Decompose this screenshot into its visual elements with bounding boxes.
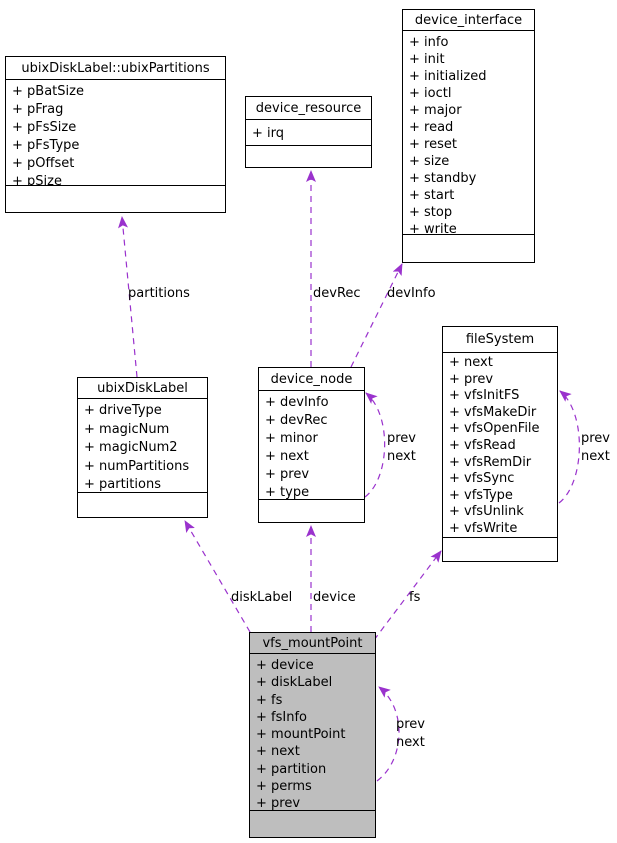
- member-list: + info + init + initialized + ioctl + major +…: [403, 31, 534, 234]
- class-member: + pBatSize: [12, 84, 84, 99]
- class-box-device-interface[interactable]: device_interface + info + init + initializ…: [402, 9, 535, 263]
- class-member: + vfsWrite: [449, 520, 518, 536]
- edge-self-device-node: [364, 392, 386, 498]
- class-member: + vfsMakeDir: [449, 404, 537, 420]
- class-member: + start: [409, 188, 455, 203]
- class-member: + vfsRead: [449, 437, 516, 453]
- class-member: + type: [265, 485, 310, 499]
- methods-section-empty: [443, 537, 557, 561]
- class-member: + mountPoint: [256, 727, 346, 743]
- class-member: + pFrag: [12, 102, 64, 117]
- class-box-ubixpartitions[interactable]: ubixDiskLabel::ubixPartitions + pBatSize…: [5, 56, 226, 213]
- methods-section-empty: [403, 234, 534, 262]
- methods-section-empty: [6, 185, 225, 212]
- class-member: + ioctl: [409, 86, 452, 101]
- class-title: ubixDiskLabel: [78, 378, 207, 399]
- edge-fs: [373, 550, 442, 641]
- class-member: + prev: [449, 371, 494, 387]
- class-member: + perms: [256, 779, 312, 795]
- class-member: + minor: [265, 431, 318, 446]
- class-member: + pOffset: [12, 156, 75, 171]
- member-list: + driveType + magicNum + magicNum2 + numPar…: [78, 399, 207, 492]
- class-member: + vfsOpenFile: [449, 421, 540, 437]
- edge-label-devinfo: devInfo: [387, 286, 436, 301]
- edge-label-partitions: partitions: [128, 286, 190, 301]
- class-box-ubixdisklabel[interactable]: ubixDiskLabel + driveType + magicNum + mag…: [77, 377, 208, 518]
- member-list: + devInfo + devRec + minor + next + prev + ty…: [259, 391, 364, 499]
- class-member: + vfsInitFS: [449, 388, 520, 404]
- class-title: device_node: [259, 368, 364, 391]
- class-member: + vfsSync: [449, 471, 515, 487]
- class-member: + prev: [265, 467, 310, 482]
- member-list: + pBatSize + pFrag + pFsSize + pFsType + pOf…: [6, 80, 225, 185]
- class-member: + reset: [409, 137, 457, 152]
- class-member: + partitions: [84, 477, 161, 492]
- edge-label-fs: fs: [409, 590, 421, 605]
- class-member: + initialized: [409, 69, 487, 84]
- class-member: + devRec: [265, 413, 328, 428]
- class-box-device-resource[interactable]: device_resource + irq: [245, 96, 372, 168]
- edge-label-prev-next-device-node: prev next: [387, 431, 417, 464]
- class-member: + next: [449, 355, 493, 370]
- class-member: + diskLabel: [256, 675, 333, 691]
- class-member: + device: [256, 658, 314, 673]
- class-member: + init: [409, 52, 445, 67]
- member-list: + device + diskLabel+ fs+ fsInfo + mountPo…: [250, 654, 375, 810]
- class-member: + vfsUnlink: [449, 504, 524, 520]
- class-title: ubixDiskLabel::ubixPartitions: [6, 57, 225, 80]
- class-member: + next: [256, 744, 300, 760]
- class-member: + write: [409, 222, 457, 234]
- class-title: fileSystem: [443, 327, 557, 353]
- class-title: vfs_mountPoint: [250, 633, 375, 654]
- class-member: + stop: [409, 205, 453, 220]
- edge-label-device: device: [313, 590, 356, 605]
- class-title: device_interface: [403, 10, 534, 31]
- class-member: + driveType: [84, 403, 162, 418]
- class-member: + pSize: [12, 174, 62, 185]
- class-member: + pFsSize: [12, 120, 77, 135]
- class-box-device-node[interactable]: device_node + devInfo + devRec + minor + ne…: [258, 367, 365, 523]
- edge-label-prev-next-filesystem: prev next: [581, 431, 611, 464]
- class-member: + devInfo: [265, 395, 329, 410]
- class-member: + fsInfo: [256, 709, 307, 725]
- edge-devinfo: [350, 263, 403, 368]
- class-member: + magicNum2: [84, 440, 178, 455]
- edge-disklabel: [184, 520, 251, 633]
- class-member: + size: [409, 154, 450, 169]
- edge-label-disklabel: diskLabel: [231, 590, 293, 605]
- class-member: + vfsType: [449, 487, 513, 503]
- methods-section-empty: [78, 492, 207, 517]
- methods-section-empty: [246, 145, 371, 167]
- class-member: + next: [265, 449, 309, 464]
- class-member: + pFsType: [12, 138, 80, 153]
- class-member: + standby: [409, 171, 477, 186]
- member-list: + next+ prev+ vfsInitFS+ vfsMakeDir+ vfs…: [443, 353, 557, 537]
- class-member: + irq: [252, 126, 285, 141]
- class-title: device_resource: [246, 97, 371, 120]
- edge-self-filesystem: [558, 390, 580, 504]
- class-member: + info: [409, 35, 449, 50]
- class-box-vfs-mountpoint-current: vfs_mountPoint + device+ diskLabel+ fs+ …: [249, 632, 376, 838]
- class-member: + read: [409, 120, 454, 135]
- class-member: + numPartitions: [84, 458, 190, 474]
- class-member: + major: [409, 103, 462, 118]
- member-list: + irq: [246, 120, 371, 145]
- class-member: + vfsRemDir: [449, 454, 532, 470]
- edge-label-prev-next-vfs-mountpoint: prev next: [396, 717, 426, 750]
- class-box-filesystem[interactable]: fileSystem + next+ prev+ vfsInitFS+ vfsM…: [442, 326, 558, 562]
- class-member: + magicNum: [84, 421, 170, 437]
- class-member: + prev: [256, 796, 301, 810]
- methods-section-empty: [250, 810, 375, 837]
- methods-section-empty: [259, 499, 364, 522]
- class-member: + partition: [256, 761, 327, 777]
- edge-label-devrec: devRec: [313, 286, 361, 301]
- class-member: + fs: [256, 692, 283, 708]
